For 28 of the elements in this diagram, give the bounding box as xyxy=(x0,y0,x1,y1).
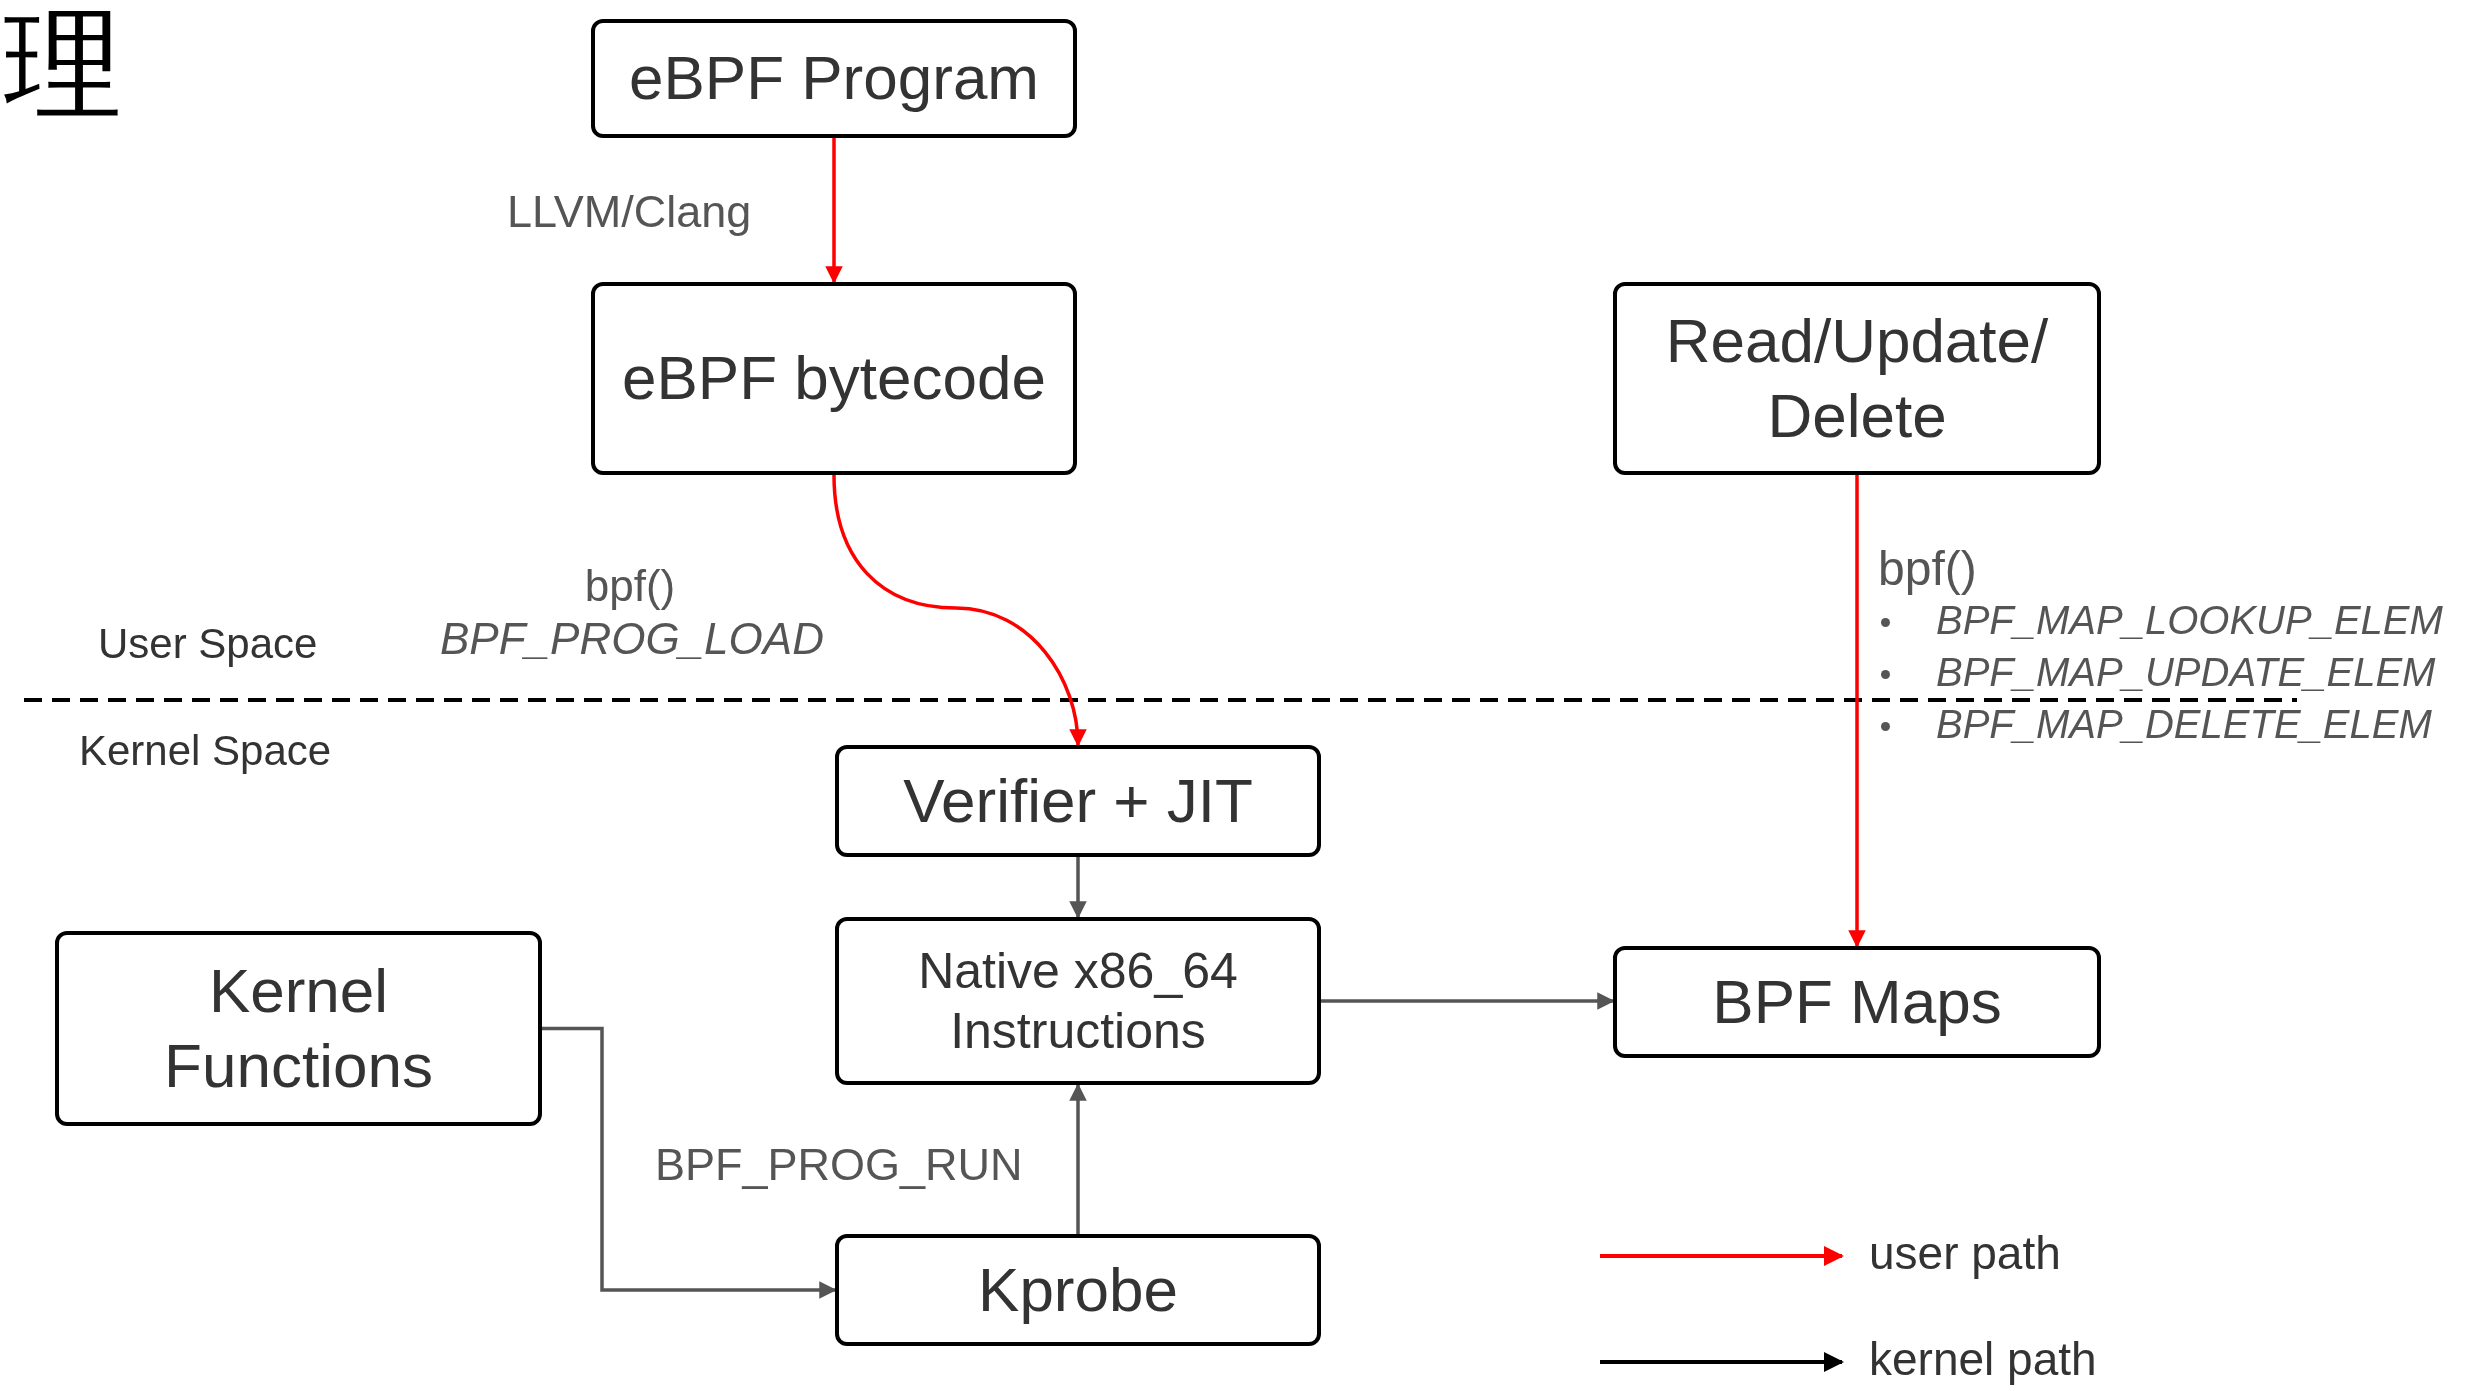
arrow xyxy=(1848,475,1866,948)
node-label: Read/Update/ Delete xyxy=(1664,305,2050,452)
arrow xyxy=(1321,992,1615,1010)
legend-label: user path xyxy=(1869,1226,2061,1280)
title: 理 xyxy=(4,0,122,130)
node-label: Kernel Functions xyxy=(163,955,434,1102)
process-box xyxy=(591,282,1077,475)
arrow xyxy=(1069,857,1087,919)
legend-label: kernel path xyxy=(1869,1332,2097,1386)
node-label: BPF Maps xyxy=(1711,965,2003,1038)
region-label: Kernel Space xyxy=(79,727,332,775)
node-label: eBPF Program xyxy=(628,42,1040,115)
process-box xyxy=(835,1234,1321,1346)
process-box xyxy=(55,931,542,1126)
node-label: Native x86_64 Instructions xyxy=(917,942,1239,1061)
process-box xyxy=(835,917,1321,1085)
process-box xyxy=(835,745,1321,857)
arrow xyxy=(832,474,1086,747)
process-box xyxy=(1613,282,2101,475)
process-box xyxy=(591,19,1077,138)
arrow xyxy=(825,138,843,284)
region-label: User Space xyxy=(98,620,318,668)
arrow xyxy=(1069,1083,1087,1234)
process-box xyxy=(1613,946,2101,1058)
node-label: Kprobe xyxy=(977,1253,1179,1326)
arrow xyxy=(542,1026,837,1299)
node-label: eBPF bytecode xyxy=(621,342,1047,415)
node-label: Verifier + JIT xyxy=(902,764,1254,837)
